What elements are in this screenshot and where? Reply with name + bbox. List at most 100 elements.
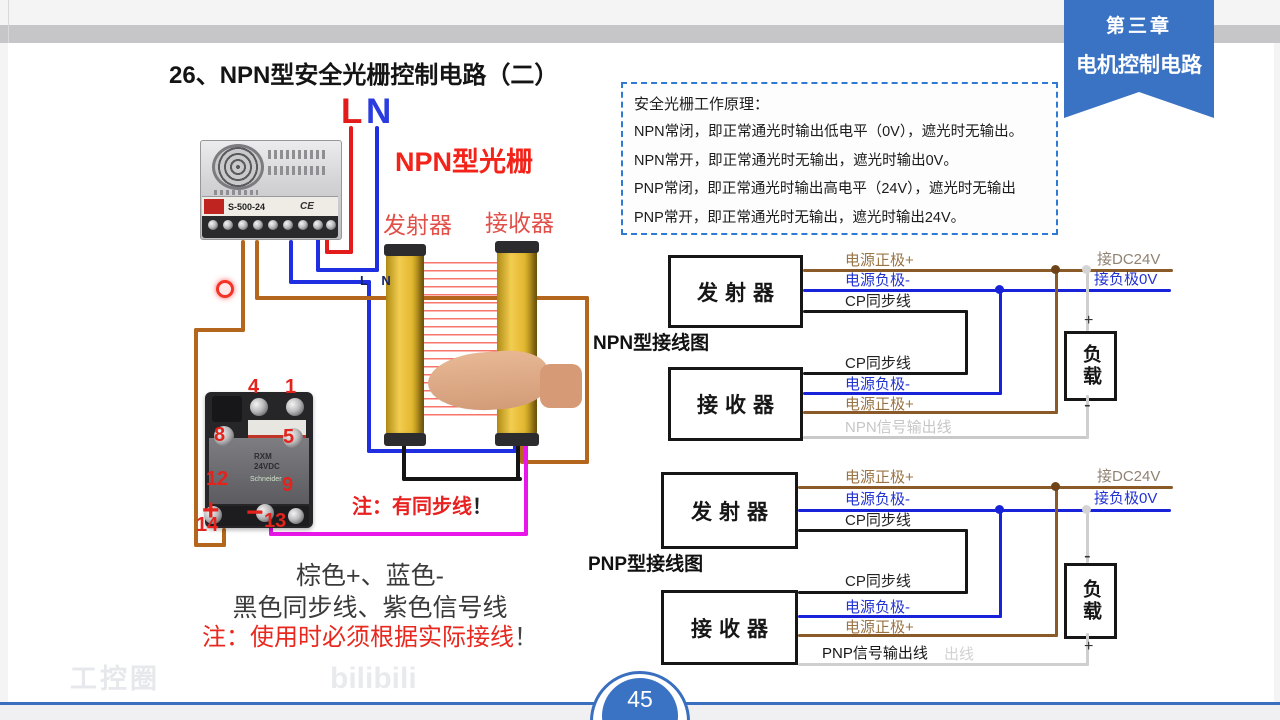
principle-line: 安全光栅工作原理： [634, 96, 770, 113]
npn-cp-wire [803, 372, 968, 375]
ribbon-course: 电机控制电路 [1076, 54, 1202, 77]
top-gray-band [0, 25, 1280, 43]
pnp-label-signal: PNP信号输出线 [822, 645, 928, 662]
npn-junction-dot [1051, 265, 1060, 274]
relay-terminal-12: 12 [206, 468, 229, 490]
npn-load-minus: - [1084, 394, 1091, 416]
relay-terminal-8: 8 [214, 424, 226, 446]
pnp-label-power-neg: 电源负极- [845, 491, 910, 508]
dc-positive-wire [194, 328, 198, 547]
pnp-label-signal-ghost: 出线 [944, 646, 975, 663]
dc-negative-wire [513, 441, 517, 453]
pnp-load-bottom-wire [1086, 633, 1089, 666]
pnp-diagram-title: PNP型接线图 [588, 554, 704, 575]
ribbon-chapter: 第三章 [1105, 16, 1172, 37]
pnp-junction-dot [1082, 505, 1091, 514]
relay-terminal-4: 4 [248, 376, 260, 398]
npn-label-power-pos: 电源正极+ [845, 252, 914, 269]
psu-vent [268, 166, 326, 175]
dc-positive-wire [255, 240, 259, 300]
npn-0v-rail [803, 289, 1171, 292]
npn-label-power-neg2: 电源负极- [845, 376, 910, 393]
sync-note-text: 注：有同步线 [352, 496, 472, 518]
dc-negative-wire [367, 449, 517, 453]
npn-label-signal: NPN信号输出线 [845, 419, 952, 436]
pnp-load-top-wire [1086, 509, 1089, 563]
pnp-label-power-pos: 电源正极+ [845, 469, 914, 486]
color-note-line2: 黑色同步线、紫色信号线 [232, 594, 508, 622]
pnp-label-gnd0v: 接负极0V [1094, 490, 1158, 507]
line-l-label: L [341, 92, 363, 131]
relay-model: RXM [254, 452, 272, 461]
npn-label-power-pos2: 电源正极+ [845, 396, 914, 413]
psu-terminal-screw [253, 220, 263, 230]
pnp-signal-wire [798, 663, 1089, 666]
npn-rx-neg-wire [803, 392, 1002, 395]
principle-line: PNP常开，即正常通光时无输出，遮光时输出24V。 [634, 210, 966, 226]
pnp-label-dc24v: 接DC24V [1097, 468, 1161, 485]
psu-terminal-screw [326, 220, 336, 230]
npn-label-power-neg: 电源负极- [845, 272, 910, 289]
dc-negative-wire [367, 280, 371, 453]
npn-label-gnd0v: 接负极0V [1094, 271, 1158, 288]
watermark-text: 工控圈 [70, 664, 160, 694]
laser-pointer-dot [216, 280, 234, 298]
dc-positive-wire [522, 460, 589, 464]
npn-label-cp: CP同步线 [845, 293, 911, 310]
dc-negative-wire [289, 240, 293, 284]
neutral-wire [316, 238, 320, 272]
ce-mark: CE [300, 201, 314, 212]
live-wire [325, 250, 353, 254]
npn-24v-rail [803, 269, 1173, 272]
npn-diagram-title: NPN型接线图 [593, 333, 710, 354]
neutral-wire [316, 268, 379, 272]
pnp-load-plus: + [1084, 638, 1094, 655]
relay-screw [288, 508, 304, 524]
dc-positive-wire [520, 445, 524, 464]
npn-rx-pos-wire [803, 411, 1058, 414]
pnp-label-cp: CP同步线 [845, 512, 911, 529]
pnp-junction-dot [1051, 482, 1060, 491]
psu-terminal-screw [238, 220, 248, 230]
relay-terminal-1: 1 [285, 376, 297, 398]
pnp-label-power-pos2: 电源正极+ [845, 619, 914, 636]
usage-note: 注：使用时必须根据实际接线！ [160, 624, 580, 652]
live-wire [325, 238, 329, 254]
npn-rx-neg-wire [999, 289, 1002, 395]
npn-junction-dot [1082, 265, 1091, 274]
line-n-label: N [366, 92, 392, 131]
psu-fan [212, 144, 264, 190]
relay-screw [214, 426, 234, 446]
relay-cover-block [212, 396, 242, 422]
color-note-line1: 棕色+、蓝色- [296, 562, 444, 590]
psu-terminal-screw [298, 220, 308, 230]
npn-cp-wire [965, 310, 968, 375]
relay-terminal-13: 13 [264, 510, 287, 532]
relay-body [209, 438, 309, 504]
pnp-0v-rail [798, 509, 1171, 512]
npn-signal-wire [803, 436, 1089, 439]
principle-line: PNP常闭，即正常通光时输出高电平（24V），遮光时无输出 [634, 181, 1016, 197]
principle-line: NPN常开，即正常通光时无输出，遮光时输出0V。 [634, 153, 958, 169]
slide-left-edge [8, 0, 9, 43]
relay-screw [283, 428, 303, 448]
pnp-label-cp2: CP同步线 [845, 573, 911, 590]
npn-transmitter-box: 发射器 [668, 255, 803, 328]
psu-terminal-screw [208, 220, 218, 230]
psu-model: S-500-24 [228, 202, 266, 212]
neutral-wire [375, 126, 379, 272]
npn-load-top-wire [1086, 269, 1089, 331]
forearm-image [540, 364, 582, 408]
transmitter-photo-label: 发射器 [383, 212, 452, 238]
pnp-rx-pos-wire [1055, 486, 1058, 637]
dc-negative-wire [289, 280, 371, 284]
light-curtain-transmitter [384, 244, 426, 446]
npn-cp-wire [803, 310, 968, 313]
dc-positive-wire [241, 240, 245, 332]
relay-screw [256, 504, 274, 522]
signal-wire [524, 441, 528, 536]
pnp-cp-wire [798, 591, 968, 594]
pnp-label-power-neg2: 电源负极- [845, 599, 910, 616]
principle-line: NPN常闭，即正常通光时输出低电平（0V），遮光时无输出。 [634, 124, 1024, 140]
relay-terminal-5: 5 [283, 426, 295, 448]
